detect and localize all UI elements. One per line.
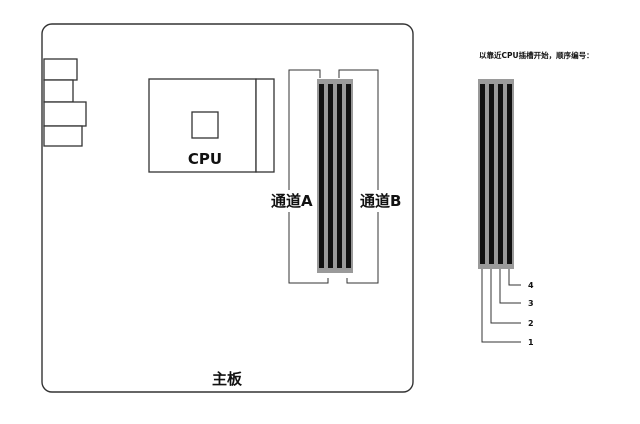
leader-2	[490, 269, 521, 324]
board-slot-1	[317, 79, 326, 273]
io-port	[43, 79, 74, 103]
slot-number-1: 1	[528, 338, 534, 347]
channel-a-label: 通道A	[271, 192, 313, 210]
io-port	[43, 125, 83, 147]
board-slot-2	[326, 79, 335, 273]
numbering-slot-3	[496, 79, 505, 269]
cpu-label: CPU	[188, 150, 222, 168]
numbering-slots	[478, 79, 514, 269]
io-port	[43, 101, 87, 127]
cpu-socket-lever	[255, 78, 275, 173]
channel-a-bracket-top	[288, 69, 321, 190]
cpu-socket	[148, 78, 275, 173]
channel-brackets	[288, 69, 379, 284]
slot-number-2: 2	[528, 319, 534, 328]
slot-number-3: 3	[528, 299, 534, 308]
io-port	[43, 58, 78, 81]
cpu-die	[191, 111, 219, 139]
slot-number-4: 4	[528, 281, 534, 290]
leader-3	[499, 269, 521, 304]
channel-b-label: 通道B	[360, 192, 401, 210]
channel-a-bracket-bottom	[288, 212, 329, 284]
numbering-note: 以靠近CPU插槽开始，顺序编号：	[479, 50, 594, 60]
rear-io-ports	[43, 58, 87, 147]
numbering-slot-4	[505, 79, 514, 269]
numbering-slot-2	[487, 79, 496, 269]
leader-1	[481, 269, 521, 343]
channel-b-bracket-top	[338, 69, 379, 190]
numbering-leaders	[481, 269, 521, 343]
channel-b-bracket-bottom	[346, 212, 379, 284]
leader-4	[508, 269, 521, 286]
board-slot-4	[344, 79, 353, 273]
motherboard-label: 主板	[212, 370, 243, 388]
board-slot-3	[335, 79, 344, 273]
numbering-slot-1	[478, 79, 487, 269]
board-memory-slots	[317, 79, 353, 273]
